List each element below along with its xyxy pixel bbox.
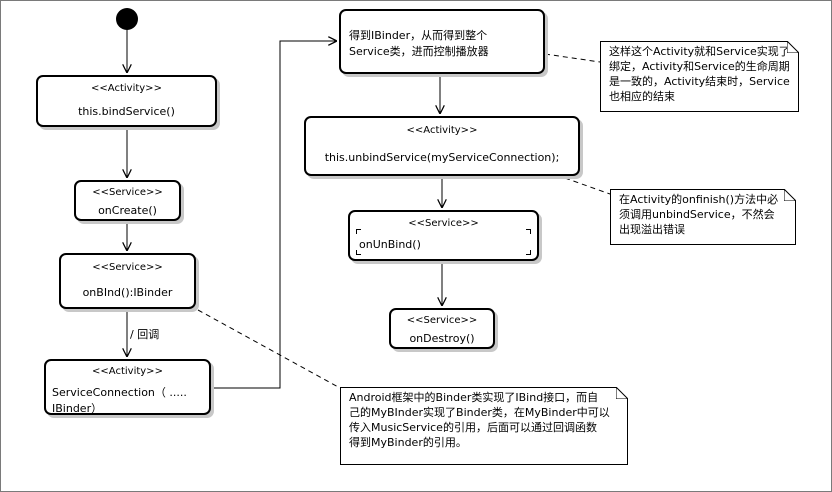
region-corner-tr bbox=[526, 229, 531, 234]
operation-label: onBInd():IBinder bbox=[82, 286, 173, 299]
initial-node bbox=[116, 8, 138, 30]
note-line: 是一致的，Activity结束时，Service bbox=[609, 75, 790, 88]
activity-unbindservice-node: <<Activity>> this.unbindService(myServic… bbox=[304, 116, 580, 176]
flow-serviceconnection-to-getibinder bbox=[211, 41, 337, 389]
stereotype-label: <<Service>> bbox=[408, 218, 479, 229]
service-oncreate-node: <<Service>> onCreate() bbox=[74, 180, 181, 221]
get-ibinder-node: 得到IBinder，从而得到整个 Service类，进而控制播放器 bbox=[339, 9, 545, 74]
stereotype-label: <<Service>> bbox=[92, 262, 163, 273]
note-fold-icon bbox=[787, 41, 799, 53]
stereotype-label: <<Activity>> bbox=[91, 83, 162, 94]
note-link-binding bbox=[544, 53, 601, 63]
region-corner-br bbox=[526, 250, 531, 255]
activity-serviceconnection-node: <<Activity>> ServiceConnection（ ..... IB… bbox=[44, 359, 211, 415]
stereotype-label: <<Service>> bbox=[406, 315, 478, 326]
operation-label: onUnBind() bbox=[359, 238, 421, 251]
stereotype-label: <<Service>> bbox=[92, 187, 163, 198]
region-corner-bl bbox=[356, 250, 361, 255]
operation-label: this.unbindService(myServiceConnection); bbox=[324, 151, 560, 164]
region-corner-tl bbox=[356, 229, 361, 234]
stereotype-label: <<Activity>> bbox=[406, 125, 478, 136]
operation-label-line2: IBinder） bbox=[52, 402, 103, 415]
note-line: 这样这个Activity就和Service实现了 bbox=[609, 45, 790, 58]
note-fold-icon bbox=[784, 189, 796, 201]
service-onbind-node: <<Service>> onBInd():IBinder bbox=[59, 253, 196, 309]
note-line: 传入MusicService的引用，后面可以通过回调函数 bbox=[349, 421, 597, 434]
operation-label: onDestroy() bbox=[409, 332, 475, 345]
operation-label: onCreate() bbox=[98, 204, 157, 217]
note-link-binder bbox=[197, 309, 341, 389]
note-line: 己的MyBInder实现了Binder类，在MyBinder中可以 bbox=[349, 406, 610, 419]
note-line: 须调用unbindService，不然会 bbox=[619, 208, 775, 221]
note-line: 出现溢出错误 bbox=[619, 223, 685, 236]
note-binding: 这样这个Activity就和Service实现了 绑定，Activity和Ser… bbox=[600, 41, 799, 112]
operation-label: this.bindService() bbox=[78, 105, 175, 118]
note-line: 在Activity的onfinish()方法中必 bbox=[619, 193, 779, 206]
note-onfinish: 在Activity的onfinish()方法中必 须调用unbindServic… bbox=[610, 189, 796, 245]
note-fold-icon bbox=[616, 387, 628, 399]
callback-guard-label: / 回调 bbox=[130, 328, 160, 341]
action-label-line2: Service类，进而控制播放器 bbox=[349, 45, 489, 58]
stereotype-label: <<Activity>> bbox=[92, 366, 163, 377]
operation-label-line1: ServiceConnection（ ..... bbox=[52, 386, 187, 399]
service-ondestroy-node: <<Service>> onDestroy() bbox=[389, 308, 495, 349]
note-line: 也相应的结束 bbox=[609, 90, 675, 103]
note-line: Android框架中的Binder类实现了IBind接口，而自 bbox=[349, 391, 599, 404]
note-binder: Android框架中的Binder类实现了IBind接口，而自 己的MyBInd… bbox=[340, 387, 628, 465]
service-onunbind-node: <<Service>> onUnBind() bbox=[348, 210, 539, 261]
activity-bindservice-node: <<Activity>> this.bindService() bbox=[36, 75, 217, 127]
action-label-line1: 得到IBinder，从而得到整个 bbox=[349, 29, 488, 42]
note-line: 绑定，Activity和Service的生命周期 bbox=[609, 60, 790, 73]
note-line: 得到MyBinder的引用。 bbox=[349, 436, 467, 449]
